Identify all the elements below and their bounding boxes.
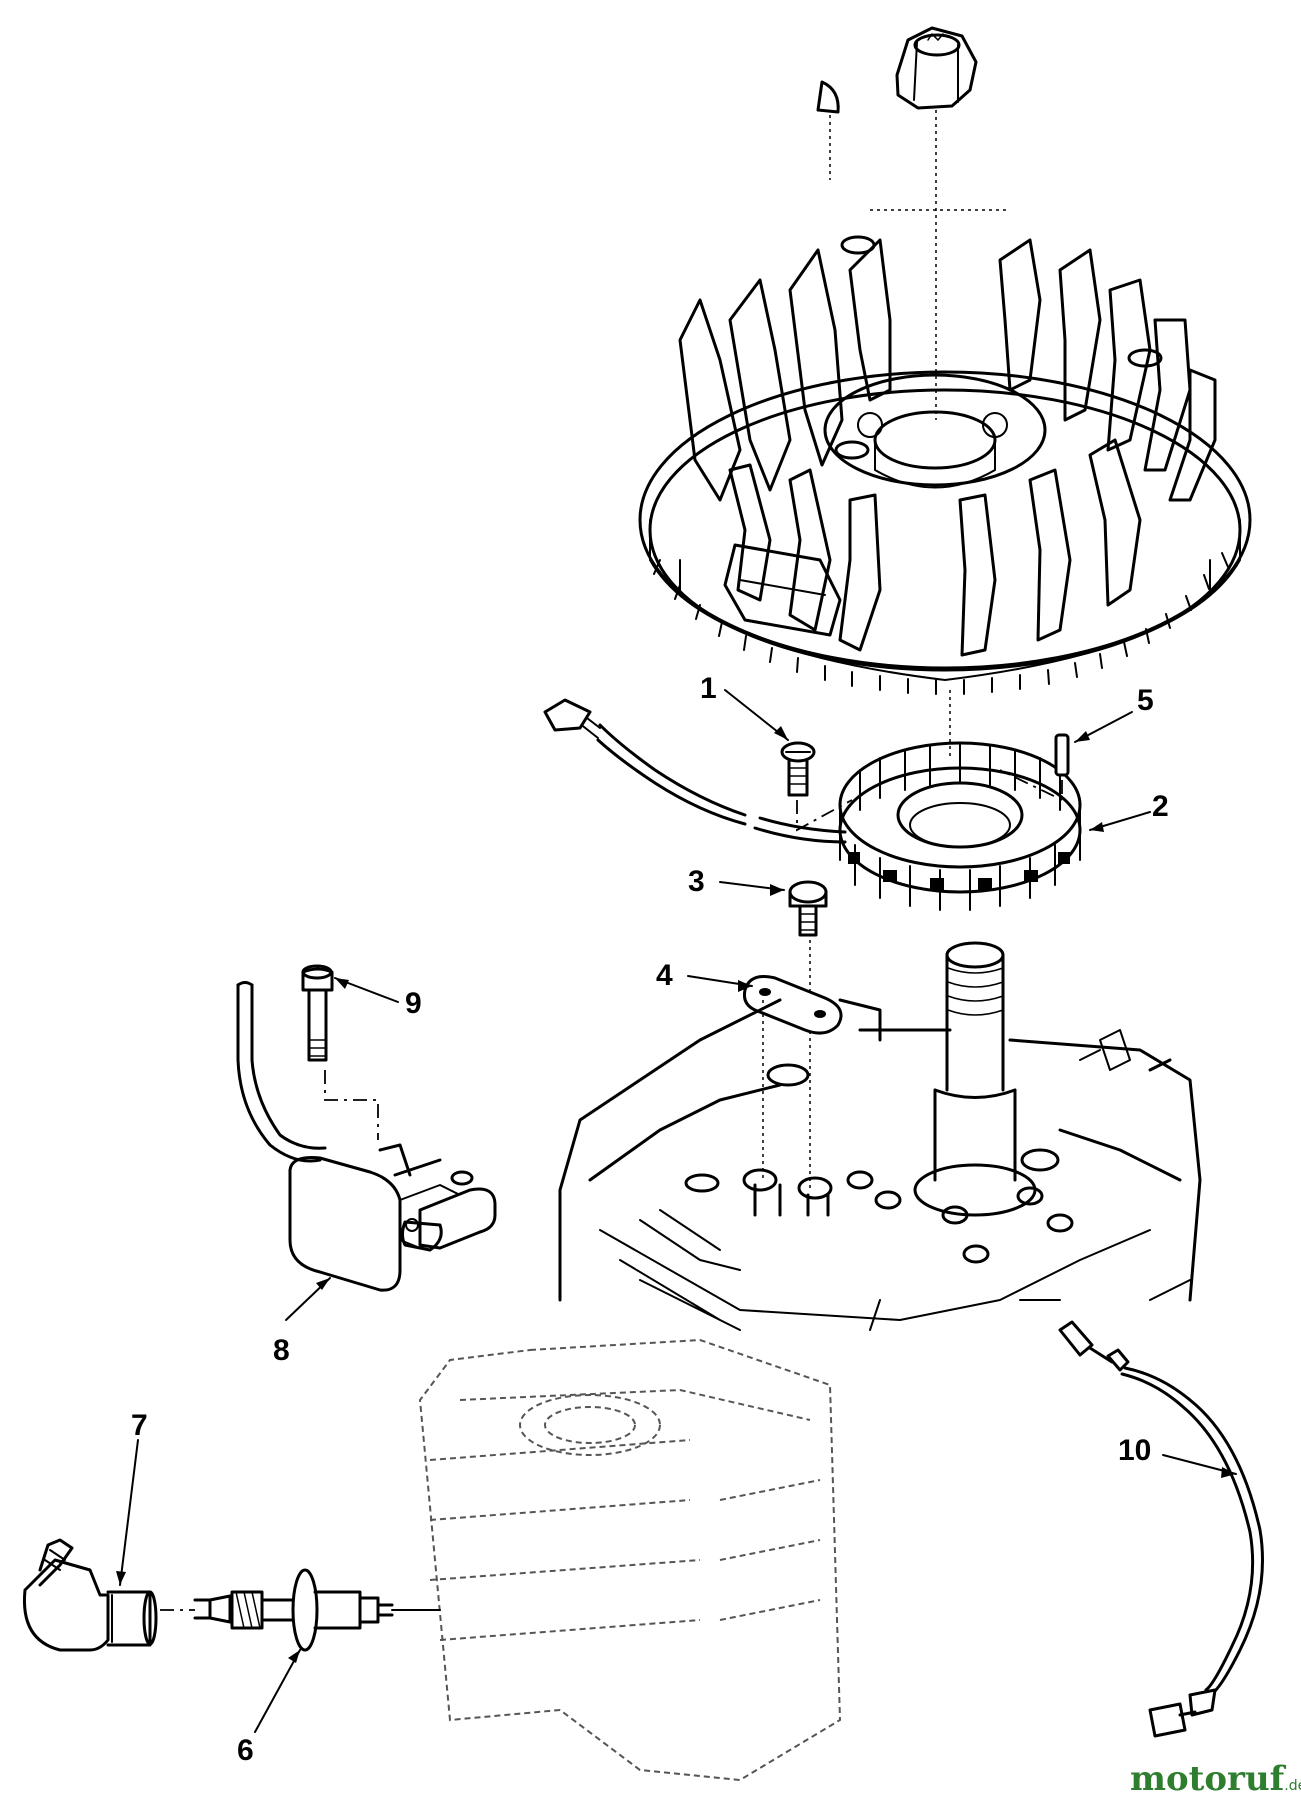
svg-text:motoruf.de: motoruf.de: [1130, 1759, 1301, 1799]
bolt-9: [301, 964, 334, 1062]
flywheel-key: [816, 80, 840, 114]
bolt-3: [788, 880, 828, 937]
stator-lead-wire: [543, 698, 847, 844]
callout-8: 8: [273, 1334, 290, 1367]
engine-block: [558, 998, 1202, 1331]
callout-1: 1: [700, 672, 717, 705]
spark-plug-6: [193, 1568, 394, 1652]
callout-6: 6: [237, 1734, 254, 1767]
watermark-suffix: .de: [1284, 1778, 1301, 1794]
watermark-name: motoruf: [1130, 1759, 1287, 1799]
callout-3: 3: [688, 865, 705, 898]
callout-5: 5: [1137, 684, 1154, 717]
dowel-pin-5: [1054, 733, 1070, 777]
stator: [838, 741, 1082, 911]
ignition-coil-8: [288, 1143, 497, 1292]
crankshaft: [913, 941, 1037, 1217]
watermark-logo: motoruf.de: [1130, 1759, 1301, 1799]
callout-10: 10: [1118, 1434, 1151, 1467]
spark-plug-cap-7: [22, 1538, 158, 1652]
callout-7: 7: [131, 1409, 148, 1442]
screw-1: [780, 741, 816, 797]
leader-arrows: [116, 689, 1237, 1733]
ground-wire-10: [1058, 1320, 1264, 1738]
cylinder-outline: [418, 1338, 842, 1782]
callout-9: 9: [405, 987, 422, 1020]
flywheel-nut: [895, 26, 978, 110]
ignition-lead-wire: [236, 981, 327, 1163]
callout-4: 4: [656, 959, 673, 992]
retainer-plate-4: [743, 975, 843, 1035]
callout-2: 2: [1152, 790, 1169, 823]
flywheel: [638, 235, 1252, 695]
